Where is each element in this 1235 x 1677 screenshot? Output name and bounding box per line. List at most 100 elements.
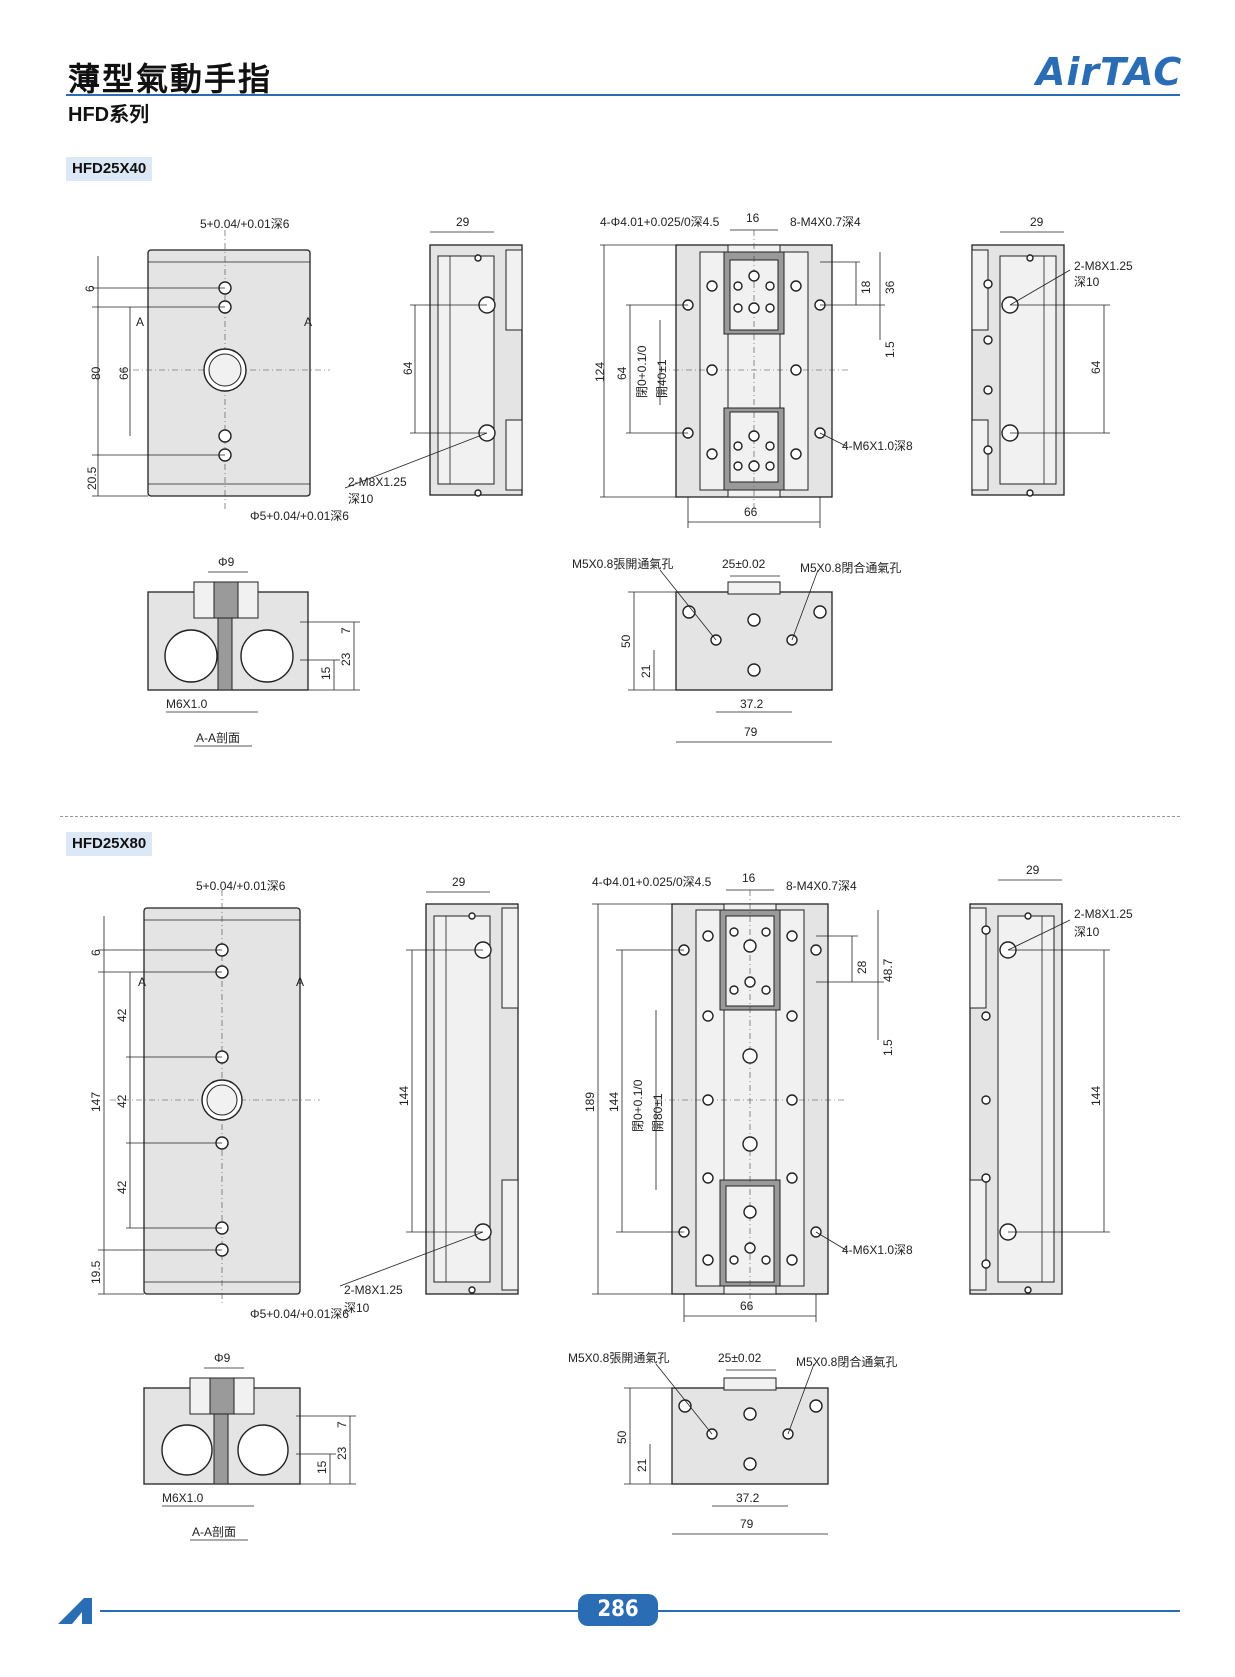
end-port-open: M5X0.8張開通氣孔 [572, 557, 673, 571]
side1-width: 29 [456, 215, 470, 229]
side-view-1: 29 64 2-M8X1.25 深10 [344, 215, 523, 506]
end-view: M5X0.8張開通氣孔 25±0.02 M5X0.8閉合通氣孔 50 21 37… [572, 557, 901, 743]
top2-pins: 4-Φ4.01+0.025/0深4.5 [592, 875, 712, 889]
top-stroke-close: 閉0+0.1/0 [635, 345, 649, 398]
side1-height: 64 [401, 361, 415, 375]
section2-dim-23: 23 [335, 1446, 349, 1460]
front-dim-20-5: 20.5 [85, 466, 99, 490]
end-dim-21: 21 [639, 664, 653, 678]
top-stroke-open: 開40±1 [655, 359, 669, 398]
top2-dim-28: 28 [855, 960, 869, 974]
section2-thread: M6X1.0 [162, 1491, 204, 1505]
front-view-2: 5+0.04/+0.01深6 Φ5+0.04/+0.01深6 6 42 42 4… [89, 879, 349, 1321]
top-dim-124: 124 [593, 362, 607, 382]
end2-dim-79: 79 [740, 1517, 754, 1531]
front-view: 5+0.04/+0.01深6 Φ5+0.04/+0.01深6 6 80 66 2… [83, 217, 349, 523]
end-port-close: M5X0.8閉合通氣孔 [800, 560, 901, 575]
section-mark-right: A [304, 315, 312, 329]
top2-width-16: 16 [742, 871, 756, 885]
front-top-hole: 5+0.04/+0.01深6 [200, 217, 290, 231]
top2-stroke-close: 閉0+0.1/0 [631, 1079, 645, 1132]
front-bot-hole: Φ5+0.04/+0.01深6 [250, 509, 349, 523]
top2-bottom-66: 66 [740, 1299, 754, 1313]
side1b-height: 144 [397, 1086, 411, 1106]
side2-thread: 2-M8X1.25 [1074, 259, 1133, 273]
page-title: 薄型氣動手指 [68, 61, 273, 97]
top-dim-18: 18 [859, 280, 873, 294]
section-label: A-A剖面 [196, 731, 240, 745]
end-view-2: M5X0.8張開通氣孔 25±0.02 M5X0.8閉合通氣孔 50 21 37… [568, 1351, 897, 1535]
top-view: 4-Φ4.01+0.025/0深4.5 16 8-M4X0.7深4 18 36 … [593, 211, 913, 528]
section-dia: Φ9 [218, 555, 235, 569]
top-threads: 8-M4X0.7深4 [790, 215, 861, 229]
section-view: Φ9 7 15 23 M6X1.0 A-A剖面 [147, 555, 360, 747]
section-mark-left: A [136, 315, 144, 329]
front-dim-66: 66 [117, 366, 131, 380]
top-dim-36: 36 [883, 280, 897, 294]
section-thread: M6X1.0 [166, 697, 208, 711]
section-separator [60, 816, 1180, 817]
top2-threads: 8-M4X0.7深4 [786, 879, 857, 893]
top-pins: 4-Φ4.01+0.025/0深4.5 [600, 215, 720, 229]
drawing-hfd25x80: 5+0.04/+0.01深6 Φ5+0.04/+0.01深6 6 42 42 4… [89, 863, 1133, 1541]
front2-dim-42c: 42 [115, 1180, 129, 1194]
front2-dim-42b: 42 [115, 1094, 129, 1108]
side-view-2: 29 2-M8X1.25 深10 64 [971, 215, 1133, 497]
top2-side-thread: 4-M6X1.0深8 [842, 1243, 913, 1257]
side1b-depth: 深10 [344, 1301, 370, 1315]
front2-dim-42a: 42 [115, 1008, 129, 1022]
model-label-2: HFD25X80 [66, 832, 153, 856]
section2-label: A-A剖面 [192, 1525, 236, 1539]
side-view-2b: 29 2-M8X1.25 深10 144 [969, 863, 1133, 1295]
end2-slot: 25±0.02 [718, 1351, 762, 1365]
side2b-depth: 深10 [1074, 925, 1100, 939]
section2-mark-left: A [138, 975, 146, 989]
front2-dim-6: 6 [89, 949, 103, 956]
front2-bot-hole: Φ5+0.04/+0.01深6 [250, 1307, 349, 1321]
side1b-thread: 2-M8X1.25 [344, 1283, 403, 1297]
drawing-hfd25x40: 5+0.04/+0.01深6 Φ5+0.04/+0.01深6 6 80 66 2… [83, 211, 1133, 747]
top-width-16: 16 [746, 211, 760, 225]
end2-dim-50: 50 [615, 1430, 629, 1444]
side2b-height: 144 [1089, 1086, 1103, 1106]
section2-mark-right: A [296, 975, 304, 989]
end-dim-79: 79 [744, 725, 758, 739]
front2-dim-147: 147 [89, 1092, 103, 1112]
side1b-width: 29 [452, 875, 466, 889]
end-dim-50: 50 [619, 634, 633, 648]
section2-dim-15: 15 [315, 1460, 329, 1474]
side1-depth: 深10 [348, 492, 374, 506]
side2b-thread: 2-M8X1.25 [1074, 907, 1133, 921]
end-dim-37-2: 37.2 [740, 697, 764, 711]
page-number: 286 [578, 1594, 658, 1626]
section2-dia: Φ9 [214, 1351, 231, 1365]
section-view-2: Φ9 7 15 23 M6X1.0 A-A剖面 [143, 1351, 356, 1541]
end-slot: 25±0.02 [722, 557, 766, 571]
footer-logo-icon [58, 1598, 92, 1624]
top2-dim-48-7: 48.7 [881, 958, 895, 982]
top2-dim-189: 189 [583, 1092, 597, 1112]
airtac-logo: AirTAC [1036, 50, 1183, 94]
side2-depth: 深10 [1074, 275, 1100, 289]
side1-thread: 2-M8X1.25 [348, 475, 407, 489]
top-side-thread: 4-M6X1.0深8 [842, 439, 913, 453]
front-dim-80: 80 [89, 366, 103, 380]
front-dim-6: 6 [83, 285, 97, 292]
section-dim-15: 15 [319, 666, 333, 680]
end2-port-close: M5X0.8閉合通氣孔 [796, 1354, 897, 1369]
side-view-1b: 29 144 2-M8X1.25 深10 [339, 875, 519, 1315]
section2-dim-7: 7 [335, 1421, 349, 1428]
end2-port-open: M5X0.8張開通氣孔 [568, 1351, 669, 1365]
side2b-width: 29 [1026, 863, 1040, 877]
top-bottom-66: 66 [744, 505, 758, 519]
page-subtitle: HFD系列 [68, 104, 150, 126]
top-dim-1-5: 1.5 [883, 341, 897, 358]
end2-dim-21: 21 [635, 1458, 649, 1472]
top2-stroke-open: 開80±1 [651, 1093, 665, 1132]
side2-width: 29 [1030, 215, 1044, 229]
side2-height: 64 [1089, 360, 1103, 374]
section-dim-7: 7 [339, 627, 353, 634]
model-label-1: HFD25X40 [66, 157, 153, 181]
header-rule [66, 94, 1180, 96]
end2-dim-37-2: 37.2 [736, 1491, 760, 1505]
